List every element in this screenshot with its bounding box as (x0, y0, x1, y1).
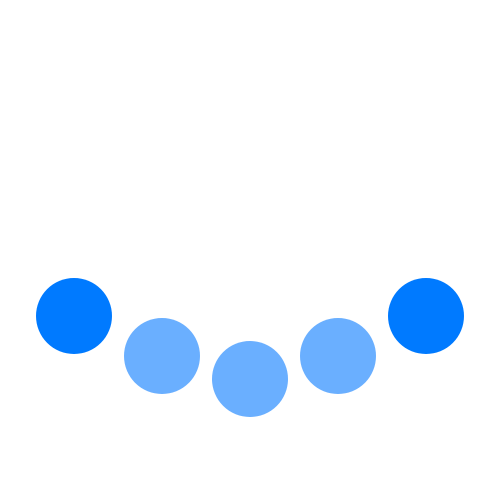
loader-dot (300, 318, 376, 394)
loader-dot (212, 341, 288, 417)
loader-dot (36, 278, 112, 354)
loader-dot (388, 278, 464, 354)
loader-dot (124, 318, 200, 394)
